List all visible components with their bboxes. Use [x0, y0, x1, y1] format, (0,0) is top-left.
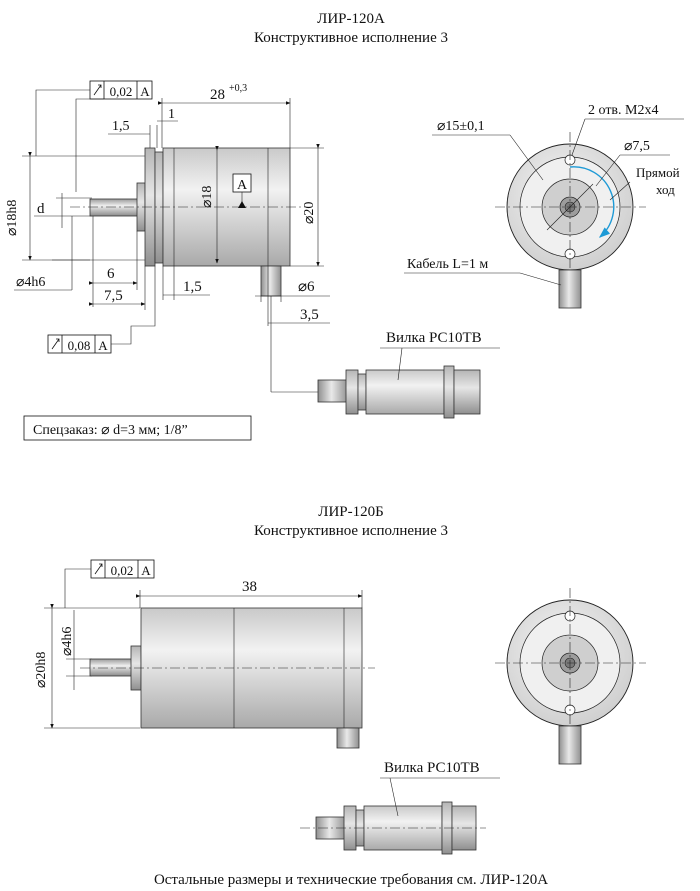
- svg-text:⌀4h6: ⌀4h6: [16, 275, 45, 290]
- svg-text:28: 28: [210, 87, 225, 103]
- dim-d: d: [34, 193, 92, 228]
- bottom-dim-20h8: ⌀20h8: [34, 603, 140, 729]
- svg-text:⌀4h6: ⌀4h6: [60, 627, 75, 656]
- cable-routing-a: [270, 296, 318, 393]
- dim-1-5-top: 1,5: [108, 119, 158, 148]
- front-dim-15: ⌀15±0,1: [437, 119, 485, 134]
- datum-a: A: [232, 173, 252, 208]
- svg-text:0,02: 0,02: [111, 563, 134, 578]
- svg-text:⌀18h8: ⌀18h8: [5, 200, 20, 236]
- svg-text:A: A: [98, 338, 108, 353]
- svg-text:Вилка РС10ТВ: Вилка РС10ТВ: [384, 760, 480, 776]
- svg-text:A: A: [140, 84, 150, 99]
- svg-text:A: A: [237, 178, 248, 193]
- front-holes-label: 2 отв. М2х4: [588, 103, 659, 118]
- svg-text:38: 38: [242, 579, 257, 595]
- encoder-front-view-a: [495, 132, 646, 309]
- svg-text:0,02: 0,02: [110, 84, 133, 99]
- dim-3-5: 3,5: [267, 266, 330, 326]
- svg-text:1,5: 1,5: [183, 279, 202, 295]
- runout-tolerance-frame: 0,02 A: [35, 80, 153, 192]
- top-title: ЛИР-120А: [317, 11, 385, 27]
- dim-1: 1: [157, 107, 178, 122]
- encoder-front-view-b: [495, 588, 646, 765]
- dim-cable-6: ⌀6: [255, 279, 330, 302]
- svg-text:⌀6: ⌀6: [298, 279, 315, 295]
- svg-text:⌀20: ⌀20: [302, 202, 317, 224]
- front-cable-label: Кабель L=1 м: [407, 257, 488, 272]
- svg-text:3,5: 3,5: [300, 307, 319, 323]
- dim-18-inner: ⌀18: [200, 145, 219, 264]
- svg-text:+0,3: +0,3: [229, 83, 247, 94]
- svg-text:Вилка РС10ТВ: Вилка РС10ТВ: [386, 330, 482, 346]
- front-direction-line2: ход: [656, 182, 675, 197]
- dim-6: 6: [88, 216, 138, 307]
- dim-length-28: 28 +0,3: [157, 83, 291, 148]
- dim-1-5-bottom: 1,5: [162, 266, 210, 300]
- dim-4h6: ⌀4h6: [14, 216, 90, 291]
- dim-7-5: 7,5: [88, 266, 146, 310]
- footer-note: Остальные размеры и технические требован…: [154, 872, 548, 888]
- svg-text:⌀20h8: ⌀20h8: [34, 652, 49, 688]
- dim-20: ⌀20: [290, 143, 324, 267]
- bottom-title: ЛИР-120Б: [318, 504, 383, 520]
- svg-text:7,5: 7,5: [104, 288, 123, 304]
- bottom-dim-4h6: ⌀4h6: [60, 610, 92, 690]
- face-tolerance-frame: 0,08 A: [47, 266, 156, 354]
- bottom-dim-length-38: 38: [135, 579, 363, 608]
- svg-text:Спецзаказ: ⌀ d=3 мм; 1/8”: Спецзаказ: ⌀ d=3 мм; 1/8”: [33, 423, 188, 438]
- svg-text:1,5: 1,5: [112, 119, 130, 134]
- bottom-subtitle: Конструктивное исполнение 3: [254, 523, 448, 539]
- encoder-side-view-a: [70, 147, 305, 297]
- svg-text:6: 6: [107, 266, 115, 282]
- svg-text:1: 1: [168, 107, 175, 122]
- svg-text:d: d: [37, 201, 45, 217]
- top-subtitle: Конструктивное исполнение 3: [254, 30, 448, 46]
- svg-text:⌀18: ⌀18: [200, 186, 215, 208]
- front-direction-line1: Прямой: [636, 165, 680, 180]
- rotation-arrow: [569, 166, 615, 238]
- svg-text:A: A: [141, 563, 151, 578]
- special-order-box: Спецзаказ: ⌀ d=3 мм; 1/8”: [23, 415, 252, 441]
- connector-b: Вилка РС10ТВ: [300, 760, 500, 855]
- encoder-side-view-b: [80, 607, 375, 749]
- connector-a: Вилка РС10ТВ: [317, 330, 500, 419]
- front-dim-7-5: ⌀7,5: [624, 139, 650, 154]
- bottom-runout-tolerance-frame: 0,02 A: [64, 559, 155, 608]
- svg-text:0,08: 0,08: [68, 338, 91, 353]
